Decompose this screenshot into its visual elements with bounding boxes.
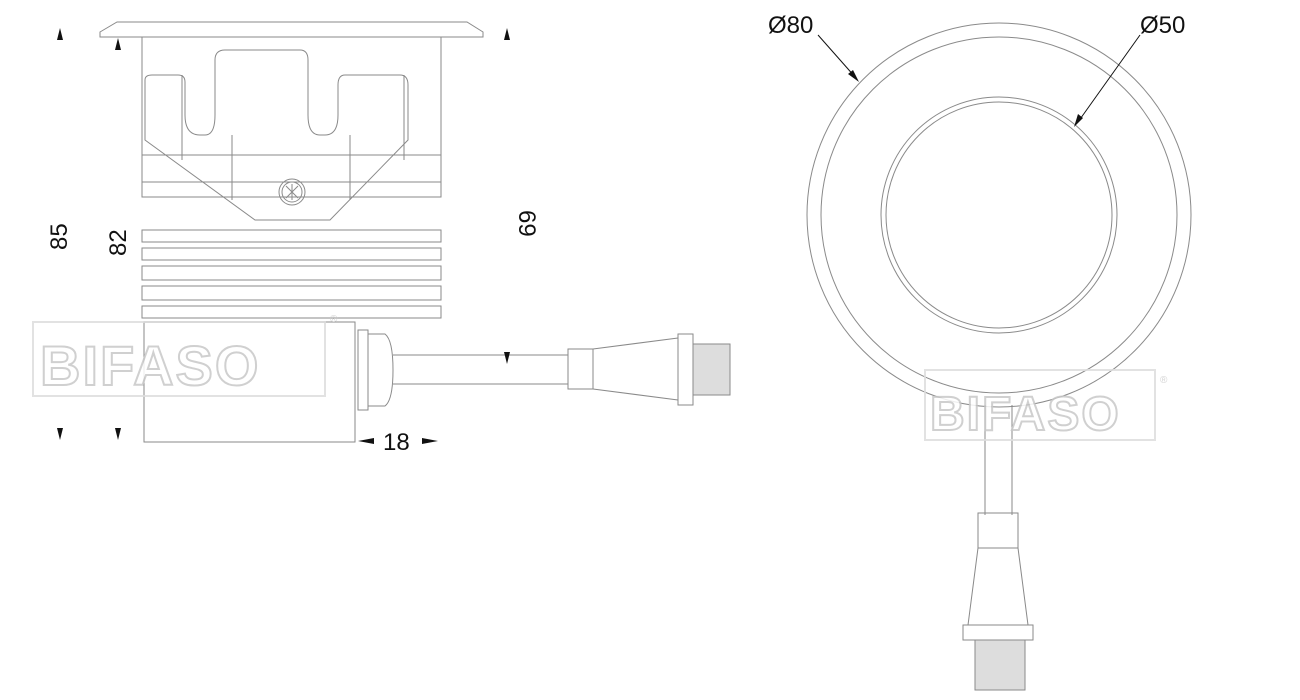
top-view: Ø80 Ø50	[768, 12, 1192, 691]
cable-gland	[357, 329, 369, 411]
thread-fins	[141, 229, 442, 319]
dim-outer-diameter: Ø80	[768, 12, 813, 39]
watermark-left: BIFASO ®	[32, 314, 338, 398]
svg-text:BIFASO: BIFASO	[930, 388, 1121, 441]
dim-lens-diameter: Ø50	[1140, 12, 1185, 39]
lens	[880, 96, 1118, 334]
dim-82: 82	[105, 229, 132, 256]
connector-side	[567, 333, 731, 406]
bracket	[144, 49, 409, 221]
watermark-right: BIFASO ®	[924, 369, 1168, 442]
dimension-arrows	[57, 28, 510, 444]
svg-text:®: ®	[330, 314, 338, 325]
flange	[99, 21, 484, 38]
svg-text:®: ®	[1160, 375, 1168, 386]
dim-18: 18	[383, 429, 410, 456]
dim-85: 85	[46, 223, 73, 250]
body-upper	[141, 36, 442, 198]
dim-69: 69	[513, 210, 540, 237]
screw-icon	[278, 178, 306, 206]
connector-bottom	[962, 512, 1034, 691]
svg-text:BIFASO: BIFASO	[40, 334, 260, 397]
outer-ring	[806, 22, 1192, 408]
